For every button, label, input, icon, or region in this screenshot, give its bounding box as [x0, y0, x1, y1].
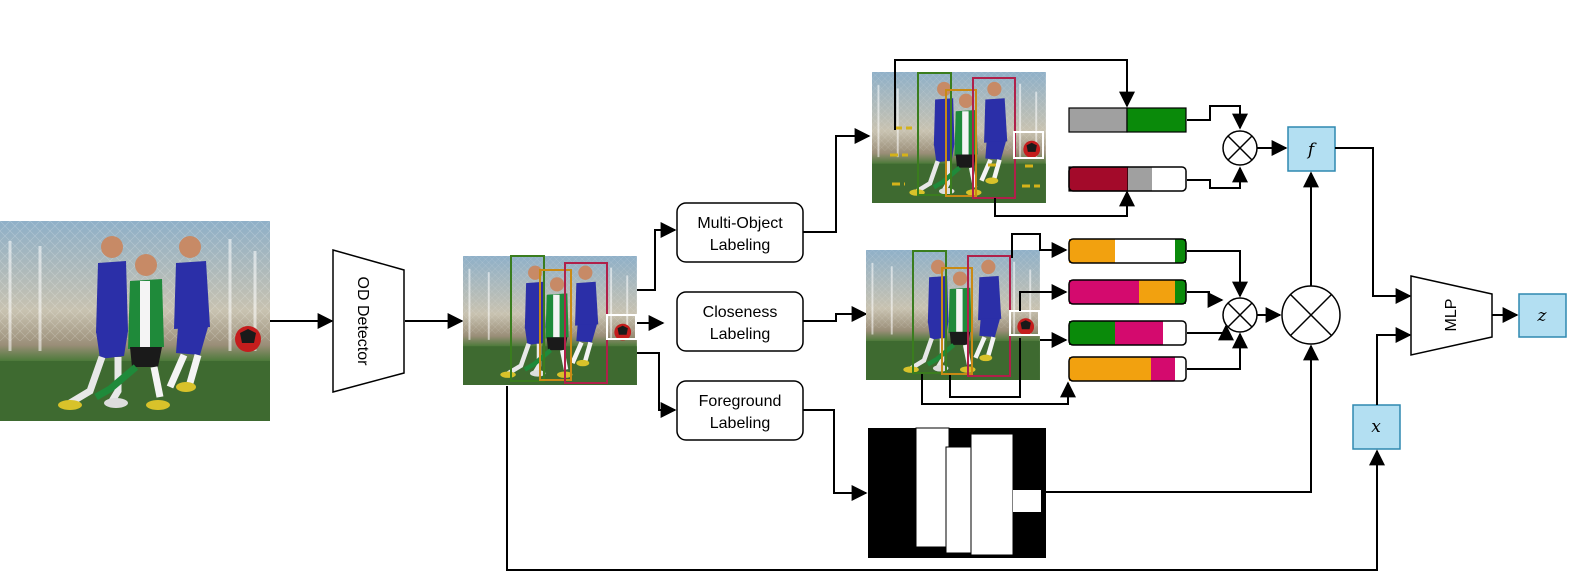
z-node: z	[1518, 293, 1567, 338]
multi-object-label-line2: Labeling	[710, 237, 771, 254]
mlp-block: MLP	[1410, 275, 1493, 356]
x-label: x	[1371, 417, 1381, 437]
edge-cl-1	[1011, 233, 1068, 258]
closeness-label-line1: Closeness	[703, 304, 778, 321]
edge-mo-bar1-product	[1187, 105, 1248, 130]
cl-bar-4	[1068, 356, 1187, 382]
edge-x-mlp	[1376, 327, 1412, 405]
input-photo	[0, 221, 270, 421]
edge-cl-bar2-product	[1187, 291, 1224, 308]
edge-to-multi-object	[637, 222, 677, 291]
edge-mo-bar2-product	[1187, 166, 1248, 189]
product-node-multi-object	[1222, 130, 1258, 166]
edge-cl-4	[921, 374, 1076, 405]
foreground-label-line1: Foreground	[699, 393, 782, 410]
product-node-closeness	[1222, 297, 1258, 333]
od-detector-block: OD Detector	[332, 249, 405, 393]
multi-object-labeling-box: Multi-Object Labeling	[676, 202, 804, 263]
multi-object-label-line1: Multi-Object	[697, 215, 783, 232]
edge-detections-x	[506, 386, 1385, 571]
closeness-label-line2: Labeling	[710, 326, 771, 343]
mo-bar-1	[1068, 107, 1187, 133]
od-detector-label: OD Detector	[354, 277, 371, 367]
closeness-labeling-box: Closeness Labeling	[676, 291, 804, 352]
closeness-image	[866, 250, 1040, 380]
edge-mask-big	[1046, 344, 1319, 493]
foreground-label-line2: Labeling	[710, 415, 771, 432]
edge-cl-2	[1019, 284, 1068, 311]
multi-object-image	[872, 72, 1046, 203]
product-node-combined	[1281, 285, 1341, 345]
foreground-labeling-box: Foreground Labeling	[676, 380, 804, 441]
detections-image	[463, 256, 637, 385]
mlp-label: MLP	[1443, 299, 1460, 332]
z-label: z	[1537, 306, 1548, 326]
cl-bar-2	[1068, 279, 1187, 305]
f-node: f	[1287, 126, 1336, 172]
edge-f-mlp	[1335, 147, 1412, 304]
cl-bar-3	[1068, 320, 1187, 346]
edge-cl-5	[949, 338, 1021, 398]
mo-bar-2	[1068, 166, 1187, 192]
edge-multi-object-image	[803, 128, 871, 233]
edge-cl-bar1-product	[1187, 250, 1248, 298]
edge-mo-top	[894, 59, 1135, 130]
cl-bar-1	[1068, 238, 1187, 264]
edge-mo-bottom	[994, 190, 1135, 217]
edge-foreground-mask	[803, 409, 868, 501]
foreground-mask	[868, 427, 1046, 558]
edge-to-foreground	[637, 352, 677, 418]
edge-closeness-image	[803, 306, 868, 322]
edge-cl-bar4-product	[1187, 332, 1248, 370]
x-node: x	[1352, 404, 1401, 450]
edge-cl-bar3-product	[1187, 324, 1234, 341]
f-label: f	[1306, 140, 1317, 160]
